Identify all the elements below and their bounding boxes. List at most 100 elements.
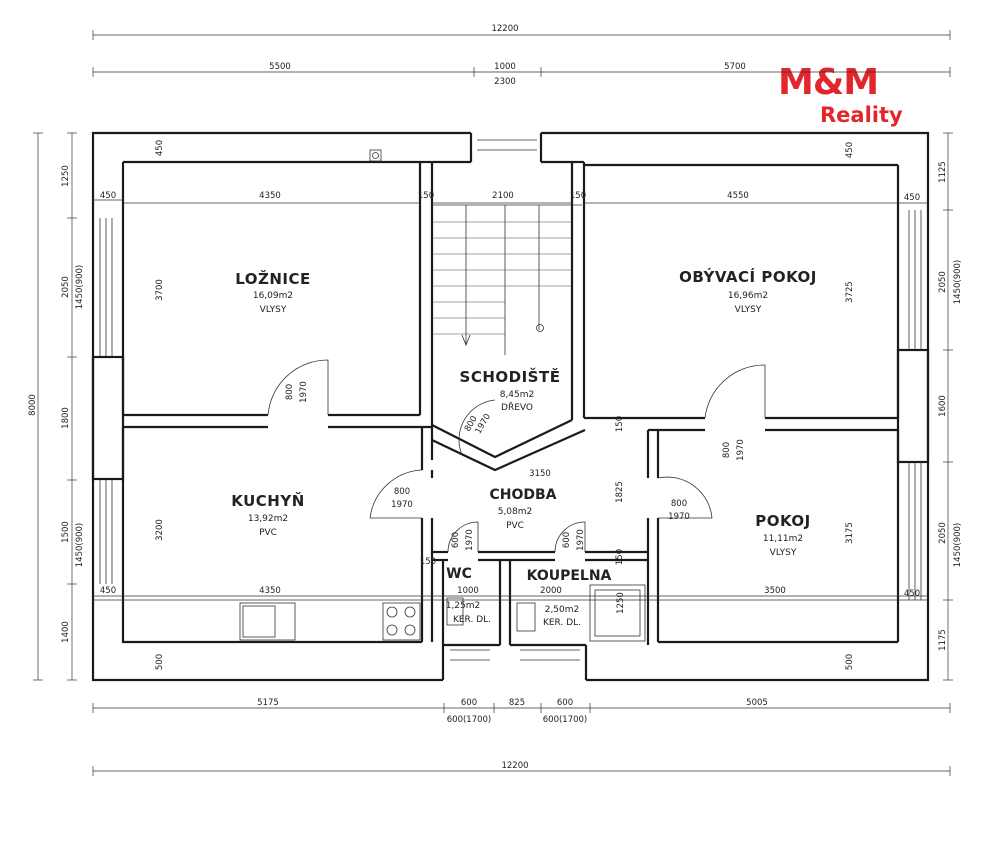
kitchen-fixtures bbox=[239, 602, 421, 641]
room-chodba: CHODBA 5,08m2 PVC bbox=[489, 487, 556, 531]
dim-koupelna-w: 2000 bbox=[540, 586, 562, 596]
room-area: 5,08m2 bbox=[498, 507, 533, 517]
dim-bottom-1: 5175 bbox=[257, 698, 279, 708]
room-area: 1,25m2 bbox=[446, 601, 481, 611]
room-name: POKOJ bbox=[755, 512, 811, 530]
room-area: 2,50m2 bbox=[545, 605, 580, 615]
dimensions-top: 12200 5500 1000 2300 5700 bbox=[92, 24, 951, 87]
dim-bottom-4-sub: 600(1700) bbox=[543, 715, 588, 725]
room-koupelna: KOUPELNA 2,50m2 KER. DL. bbox=[527, 568, 612, 628]
door-label-loznice-h: 1970 bbox=[299, 381, 309, 403]
dim-bottom-2: 600 bbox=[461, 698, 477, 708]
dim-450-d: 450 bbox=[845, 142, 855, 158]
door-label-pokoj-h: 1970 bbox=[736, 439, 746, 461]
room-name: SCHODIŠTĚ bbox=[460, 367, 561, 386]
dim-stairs-w: 2100 bbox=[492, 191, 514, 201]
room-pokoj: POKOJ 11,11m2 VLYSY bbox=[755, 512, 811, 558]
door-label-koupelna-w: 600 bbox=[562, 532, 572, 548]
dim-bottom-overall: 12200 bbox=[501, 761, 528, 771]
room-floor: DŘEVO bbox=[501, 402, 533, 413]
dim-left-4: 1500 bbox=[61, 521, 71, 543]
dim-pokoj-h: 3175 bbox=[845, 522, 855, 544]
dim-right-2: 2050 bbox=[938, 271, 948, 293]
dim-chodba-h: 1825 bbox=[615, 481, 625, 503]
dim-450-f: 450 bbox=[904, 589, 920, 599]
dim-left-total: 8000 bbox=[28, 394, 38, 416]
dim-kuchyn-h: 3200 bbox=[155, 519, 165, 541]
room-floor: PVC bbox=[259, 528, 277, 538]
dim-obyvaci-w: 4550 bbox=[727, 191, 749, 201]
door-label-pokoj-w: 800 bbox=[722, 442, 732, 458]
dim-right-4-sub: 1450(900) bbox=[953, 523, 963, 568]
room-name: CHODBA bbox=[489, 487, 556, 503]
brand-logo: M&M Reality bbox=[778, 62, 903, 127]
dim-right-1: 1125 bbox=[938, 161, 948, 183]
dim-bottom-3: 825 bbox=[509, 698, 525, 708]
dim-right-4: 2050 bbox=[938, 522, 948, 544]
stairs bbox=[432, 204, 582, 355]
dim-left-3: 1800 bbox=[61, 407, 71, 429]
room-schodiste: SCHODIŠTĚ 8,45m2 DŘEVO bbox=[460, 367, 561, 413]
room-name: KUCHYŇ bbox=[231, 491, 305, 510]
room-area: 13,92m2 bbox=[248, 514, 288, 524]
door-label-pokoj2-h: 1970 bbox=[668, 512, 690, 522]
windows bbox=[93, 139, 928, 661]
room-name: KOUPELNA bbox=[527, 568, 612, 584]
room-floor: VLYSY bbox=[260, 305, 287, 315]
door-label-kuchyn-h: 1970 bbox=[391, 500, 413, 510]
door-label-wc-h: 1970 bbox=[465, 529, 475, 551]
dim-left-4-sub: 1450(900) bbox=[75, 523, 85, 568]
walls bbox=[91, 131, 930, 682]
dim-left-2: 2050 bbox=[61, 276, 71, 298]
dim-left-5: 1400 bbox=[61, 621, 71, 643]
dim-top-left: 5500 bbox=[269, 62, 291, 72]
dim-bottom-5: 5005 bbox=[746, 698, 768, 708]
dim-450-e: 450 bbox=[100, 586, 116, 596]
dim-right-2-sub: 1450(900) bbox=[953, 260, 963, 305]
dim-450-c: 450 bbox=[155, 140, 165, 156]
door-swings bbox=[267, 359, 766, 553]
room-floor: KER. DL. bbox=[453, 615, 491, 625]
dim-top-middle-sub: 2300 bbox=[494, 77, 516, 87]
dim-wc-w: 1000 bbox=[457, 586, 479, 596]
room-obyvaci-pokoj: OBÝVACÍ POKOJ 16,96m2 VLYSY bbox=[679, 267, 817, 315]
dim-chodba-w: 3150 bbox=[529, 469, 551, 479]
door-label-pokoj2-w: 800 bbox=[671, 499, 687, 509]
room-name: OBÝVACÍ POKOJ bbox=[679, 267, 817, 286]
door-label-stairs-h: 1970 bbox=[474, 412, 493, 436]
dim-top-overall: 12200 bbox=[491, 24, 518, 34]
dim-150-e: 150 bbox=[615, 549, 625, 565]
room-area: 8,45m2 bbox=[500, 390, 535, 400]
dim-500-a: 500 bbox=[155, 654, 165, 670]
dim-bottom-4: 600 bbox=[557, 698, 573, 708]
dim-obyvaci-h: 3725 bbox=[845, 281, 855, 303]
dim-450-a: 450 bbox=[100, 191, 116, 201]
dimensions-right: 1125 2050 1450(900) 1600 2050 1450(900) … bbox=[938, 132, 963, 681]
dim-right-5: 1175 bbox=[938, 629, 948, 651]
dim-koupelna-h: 1250 bbox=[616, 592, 626, 614]
dim-500-b: 500 bbox=[845, 654, 855, 670]
door-label-wc-w: 600 bbox=[451, 532, 461, 548]
dim-top-middle: 1000 bbox=[494, 62, 516, 72]
room-wc: WC 1,25m2 KER. DL. bbox=[446, 566, 491, 625]
door-label-koupelna-h: 1970 bbox=[576, 529, 586, 551]
room-name: WC bbox=[446, 566, 472, 582]
dim-left-2-sub: 1450(900) bbox=[75, 265, 85, 310]
room-floor: VLYSY bbox=[735, 305, 762, 315]
dim-kuchyn-w: 4350 bbox=[259, 586, 281, 596]
dim-top-right: 5700 bbox=[724, 62, 746, 72]
door-label-loznice-w: 800 bbox=[285, 384, 295, 400]
dim-150-c: 150 bbox=[615, 416, 625, 432]
dim-left-1: 1250 bbox=[61, 165, 71, 187]
room-floor: PVC bbox=[506, 521, 524, 531]
dim-bottom-2-sub: 600(1700) bbox=[447, 715, 492, 725]
room-floor: VLYSY bbox=[770, 548, 797, 558]
dim-right-3: 1600 bbox=[938, 395, 948, 417]
interior-dimensions: 450 4350 2100 4550 450 450 450 3700 3725… bbox=[100, 140, 920, 670]
room-area: 16,96m2 bbox=[728, 291, 768, 301]
room-loznice: LOŽNICE 16,09m2 VLYSY bbox=[235, 269, 310, 315]
room-kuchyn: KUCHYŇ 13,92m2 PVC bbox=[231, 491, 305, 538]
room-area: 16,09m2 bbox=[253, 291, 293, 301]
dim-150-d: 150 bbox=[420, 557, 436, 567]
